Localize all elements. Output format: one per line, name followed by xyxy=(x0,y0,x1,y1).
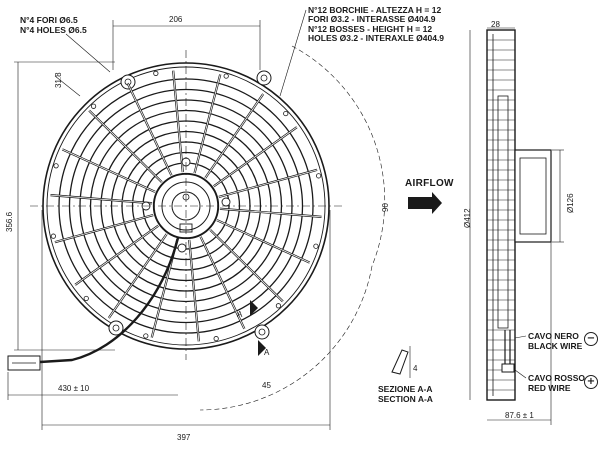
boss xyxy=(53,163,59,169)
minus-polarity-icon: − xyxy=(584,332,598,346)
motor-side-inner xyxy=(519,157,547,235)
boss xyxy=(143,333,149,339)
boss xyxy=(316,173,322,179)
dim-angle-45: 45 xyxy=(262,381,271,390)
mounting-hole xyxy=(260,74,268,82)
bosses-label-en-2: HOLES Ø3.2 - INTERAXLE Ø404.9 xyxy=(308,33,445,43)
annotations-graphics xyxy=(250,192,442,378)
boss xyxy=(283,110,289,117)
dim-arc-45 xyxy=(199,265,373,411)
boss xyxy=(275,303,282,309)
black-wire-label-it: CAVO NERO xyxy=(528,331,579,341)
grille-spoke-highlight xyxy=(108,233,168,319)
dim-top-width: 206 xyxy=(169,15,183,24)
dim-total-depth: 87.6 ± 1 xyxy=(505,411,534,420)
plus-polarity-icon: + xyxy=(584,375,598,389)
grille-spoke-highlight xyxy=(74,225,159,286)
airflow-arrow-icon xyxy=(408,192,442,214)
grille-spoke-highlight xyxy=(188,239,200,342)
bosses-label-en-1: N°12 BOSSES - HEIGHT H = 12 xyxy=(308,24,433,34)
grille-spoke-highlight xyxy=(218,169,318,198)
boss xyxy=(153,70,159,76)
motor-bracket-hole xyxy=(221,197,231,207)
section-mark-a-lower: A xyxy=(264,348,270,357)
power-cable xyxy=(39,237,180,364)
section-label-en: SECTION A-A xyxy=(378,394,433,404)
dimension-lines xyxy=(7,9,564,430)
boss xyxy=(223,73,229,79)
wire-terminal xyxy=(501,363,515,373)
dim-diameter-outer: Ø412 xyxy=(463,208,472,228)
section-mark-a-upper: A xyxy=(237,310,243,319)
grille-spoke-highlight xyxy=(209,229,284,302)
mounting-hole xyxy=(258,328,266,336)
motor-bracket-hole xyxy=(177,243,187,253)
dim-cable-length: 430 ± 10 xyxy=(58,384,90,393)
boss xyxy=(83,295,89,302)
bosses-label-it-2: FORI Ø3.2 - INTERASSE Ø404.9 xyxy=(308,14,436,24)
grille-spoke-highlight xyxy=(213,126,298,187)
grille-spoke-highlight xyxy=(216,219,310,263)
grille-spoke-highlight xyxy=(204,93,264,179)
boss xyxy=(90,103,97,109)
red-wire-label-en: RED WIRE xyxy=(528,383,571,393)
holes-label-en: N°4 HOLES Ø6.5 xyxy=(20,25,87,35)
dim-diameter-motor: Ø126 xyxy=(566,193,575,213)
dim-overall-height: 356.6 xyxy=(5,211,14,232)
leader-red-wire xyxy=(514,369,527,379)
mounting-ear xyxy=(254,324,270,340)
grille-spoke-highlight xyxy=(127,82,172,176)
dim-slot-width: 31.8 xyxy=(54,72,63,88)
mounting-hole xyxy=(112,324,120,332)
boss xyxy=(50,233,56,239)
dim-depth-top: 28 xyxy=(491,20,500,29)
mounting-ear xyxy=(256,70,272,86)
shroud-side-profile xyxy=(486,29,516,401)
red-wire-label-it: CAVO ROSSO xyxy=(528,373,585,383)
grille-spoke-highlight xyxy=(172,70,184,173)
grille-spoke-highlight xyxy=(54,214,154,243)
leader-bosses xyxy=(279,9,307,97)
boss xyxy=(213,336,219,342)
black-wire-label-en: BLACK WIRE xyxy=(528,341,583,351)
leader-black-wire xyxy=(514,335,527,339)
dim-angle-90: 90 xyxy=(381,203,390,212)
grille-spoke-highlight xyxy=(50,194,153,204)
bosses-label-it-1: N°12 BORCHIE - ALTEZZA H = 12 xyxy=(308,5,442,15)
dim-arc-90 xyxy=(291,45,386,267)
grille-spoke-highlight xyxy=(194,74,221,174)
airflow-label: AIRFLOW xyxy=(405,178,454,189)
leader-holes xyxy=(65,33,111,73)
grille-spoke-highlight xyxy=(219,208,322,218)
leader-slot xyxy=(54,75,81,97)
motor-side xyxy=(514,149,552,243)
grille-spoke-highlight xyxy=(62,149,156,193)
grille-spoke-highlight xyxy=(200,236,245,330)
dim-section-height: 4 xyxy=(413,364,418,373)
mounting-ear xyxy=(108,320,124,336)
holes-label-it: N°4 FORI Ø6.5 xyxy=(20,15,78,25)
section-arrow-upper xyxy=(250,300,258,316)
section-arrow-lower xyxy=(258,340,266,356)
fan-front-view xyxy=(7,62,330,371)
boss xyxy=(313,243,319,249)
mounting-ear xyxy=(120,74,136,90)
blade-side xyxy=(497,95,509,329)
grille-spoke-highlight xyxy=(88,110,163,183)
section-detail-profile xyxy=(391,349,409,375)
motor-hub-center xyxy=(171,191,201,221)
dim-overall-width: 397 xyxy=(177,433,191,442)
fan-side-view xyxy=(486,29,552,401)
section-label-it: SEZIONE A-A xyxy=(378,384,433,394)
